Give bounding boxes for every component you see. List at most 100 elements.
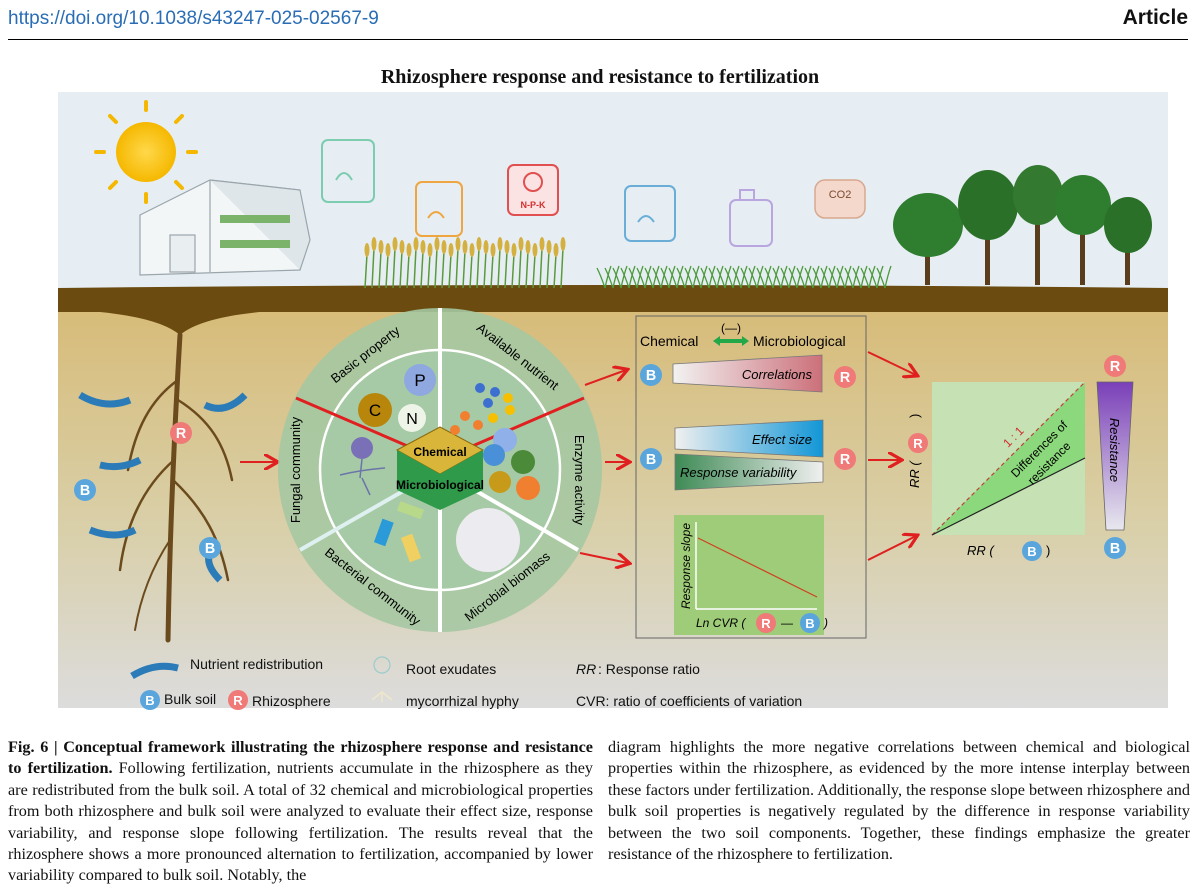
ln-cvr-label: Ln CVR ( (696, 616, 747, 630)
doi-link[interactable]: https://doi.org/10.1038/s43247-025-02567… (8, 8, 379, 29)
negative-sign: (—) (721, 321, 741, 335)
rhizosphere-badge: R (908, 433, 928, 453)
figure: Rhizosphere response and resistance to f… (58, 66, 1168, 710)
correlations-label: Correlations (742, 367, 813, 382)
caption-text: Following fertilization, nutrients accum… (8, 759, 593, 885)
bulk-soil-badge: B (640, 364, 662, 386)
interaction-arrow-icon (713, 336, 749, 346)
figure-title: Rhizosphere response and resistance to f… (381, 66, 819, 88)
microbial-biomass-icon (456, 508, 520, 572)
label-chemical: Chemical (640, 333, 698, 349)
y-axis-label: RR ( (907, 460, 922, 488)
bulk-soil-badge: B (640, 448, 662, 470)
badge-letter: R (840, 452, 851, 468)
badge-letter: B (80, 483, 90, 499)
badge-letter: B (205, 541, 215, 557)
bacteria-icon (400, 533, 422, 563)
arrows-to-scatter (867, 351, 916, 561)
rhizosphere-badge: R (834, 448, 856, 470)
property-wheel: Chemical Microbiological C P N Basic pro… (278, 308, 602, 632)
badge-letter: B (805, 616, 814, 631)
badge-letter: B (1110, 541, 1120, 557)
fertilizer-bag-icon (415, 181, 463, 237)
fertilizer-bottle-icon (729, 189, 773, 247)
root-exudates-icon (373, 656, 391, 674)
effect-size-label: Effect size (752, 432, 812, 447)
rhizosphere-badge: R (170, 422, 192, 444)
legend-root-exudates: Root exudates (406, 661, 496, 677)
bacteria-icon (373, 518, 394, 547)
rhizosphere-badge: R (756, 613, 776, 633)
ground-line (58, 285, 1168, 335)
fertilizer-bag-icon (321, 139, 375, 203)
nutrient-arrow-icon (130, 662, 179, 680)
seedling-field (596, 265, 892, 289)
response-slope-line (697, 537, 818, 598)
legend-mycorrhizal: mycorrhizal hyphy (406, 693, 519, 709)
badge-letter: R (233, 693, 243, 708)
sun-icon (94, 100, 198, 204)
bacteria-icon (397, 501, 424, 520)
legend: Nutrient redistribution Bulk soil Rhizos… (130, 656, 802, 709)
wheel-center-chemical: Chemical (413, 445, 466, 459)
badge-letter: B (646, 368, 656, 384)
wheat-field (364, 237, 566, 289)
badge-letter: B (646, 452, 656, 468)
nutrient-p: P (414, 371, 425, 390)
rhizosphere-badge: R (1104, 355, 1126, 377)
rhizosphere-badge: R (834, 366, 856, 388)
resistance-bar (1096, 381, 1134, 531)
badge-letter: B (145, 693, 154, 708)
legend-bulk-soil: Bulk soil (164, 691, 216, 707)
wheel-center-microbiological: Microbiological (396, 478, 484, 492)
label-microbiological: Microbiological (753, 333, 846, 349)
caption-column-2: diagram highlights the more negative cor… (608, 738, 1190, 864)
bulk-soil-badge: B (1022, 541, 1042, 561)
bulk-soil-badge: B (199, 537, 221, 559)
bulk-soil-badge: B (74, 479, 96, 501)
badge-letter: R (176, 426, 187, 442)
badge-letter: R (1110, 359, 1121, 375)
response-variability-label: Response variability (680, 465, 798, 480)
badge-letter: R (761, 616, 771, 631)
bulk-soil-badge: B (140, 690, 160, 710)
x-axis-close: ) (1046, 543, 1050, 558)
legend-rr-abbr: RR (576, 661, 596, 677)
enzyme-icons (483, 428, 540, 500)
npk-bag-icon: N-P-K (507, 164, 559, 216)
npk-label: N-P-K (521, 200, 546, 210)
badge-letter: B (1027, 544, 1036, 559)
legend-rr-def: : Response ratio (598, 661, 700, 677)
nutrient-n: N (406, 411, 418, 428)
bulk-soil-badge: B (1104, 537, 1126, 559)
legend-cvr-def: CVR: ratio of coefficients of variation (576, 693, 802, 709)
badge-letter: R (913, 436, 923, 451)
badge-letter: R (840, 370, 851, 386)
greenhouse-icon (139, 179, 311, 276)
section-label: Article (1122, 6, 1188, 29)
nutrient-c: C (369, 401, 381, 420)
close-paren: ) (822, 616, 828, 630)
root-system (118, 332, 234, 643)
caption-label: Fig. 6 | Conceptual framework illustrati… (8, 738, 593, 778)
co2-icon: CO2 (814, 179, 866, 219)
segment-fungal-community: Fungal community (288, 416, 303, 523)
rhizosphere-line (931, 457, 1086, 536)
one-to-one-line (931, 381, 1086, 536)
forest (893, 165, 1152, 285)
bulk-soil-badge: B (800, 613, 820, 633)
header-rule (8, 39, 1188, 40)
co2-label: CO2 (829, 189, 852, 201)
resistance-diagram: 1 : 1 Differences of resistance RR ( ) R… (907, 381, 1134, 558)
segment-enzyme-activity: Enzyme activity (572, 435, 587, 526)
caption-column-1: Fig. 6 | Conceptual framework illustrati… (8, 737, 593, 887)
response-slope-label: Response slope (679, 523, 693, 609)
fertilizer-bag-icon (624, 185, 676, 242)
legend-rhizosphere: Rhizosphere (252, 693, 331, 709)
mycorrhiza-icon (371, 691, 393, 702)
dash: — (781, 616, 793, 630)
arrows-to-panel (579, 370, 628, 563)
results-panel: Chemical (—) Microbiological Correlation… (635, 315, 867, 639)
nutrient-particles (450, 383, 515, 435)
rhizosphere-badge: R (228, 690, 248, 710)
